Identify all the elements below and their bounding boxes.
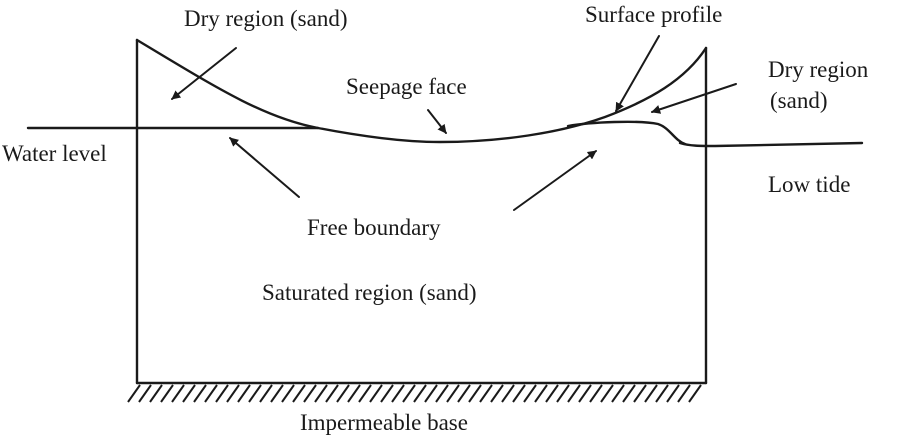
hatch-stroke [490, 384, 504, 403]
hatch-stroke [556, 384, 570, 403]
hatch-stroke [655, 384, 669, 403]
hatch-stroke [424, 384, 438, 403]
hatch-stroke [138, 384, 152, 403]
low-tide-water-line [678, 141, 864, 148]
hatch-stroke [303, 384, 317, 403]
surface-profile-arrow [615, 35, 660, 112]
free-boundary-label: Free boundary [307, 215, 441, 240]
hatch-stroke [127, 384, 141, 403]
hatch-stroke [479, 384, 493, 403]
hatch-stroke [380, 384, 394, 403]
hatch-stroke [666, 384, 680, 403]
hatch-stroke [622, 384, 636, 403]
hatch-stroke [193, 384, 207, 403]
hatch-stroke [237, 384, 251, 403]
hatch-stroke [446, 384, 460, 403]
hatch-stroke [545, 384, 559, 403]
hatch-stroke [501, 384, 515, 403]
free-boundary-left-arrow [229, 137, 300, 198]
hatch-stroke [402, 384, 416, 403]
hatch-stroke [578, 384, 592, 403]
hatch-stroke [523, 384, 537, 403]
hatch-stroke [204, 384, 218, 403]
hatch-stroke [677, 384, 691, 403]
free-boundary-right-arrow [513, 150, 597, 211]
seepage-face-label: Seepage face [346, 74, 467, 99]
dry-region-left-label: Dry region (sand) [184, 6, 348, 31]
hatch-stroke [534, 384, 548, 403]
hatch-stroke [567, 384, 581, 403]
hatch-stroke [413, 384, 427, 403]
hatch-stroke [589, 384, 603, 403]
dry-region-right-label-line1: Dry region [768, 57, 869, 82]
hatch-stroke [468, 384, 482, 403]
hatch-stroke [314, 384, 328, 403]
surface-profile-label: Surface profile [585, 2, 722, 27]
hatch-stroke [512, 384, 526, 403]
hatch-stroke [688, 384, 702, 403]
hatch-stroke [600, 384, 614, 403]
hatch-stroke [457, 384, 471, 403]
hatch-stroke [281, 384, 295, 403]
hatch-stroke [435, 384, 449, 403]
impermeable-base-hatching [127, 384, 702, 403]
hatch-stroke [270, 384, 284, 403]
low-tide-label: Low tide [768, 172, 850, 197]
hatch-stroke [347, 384, 361, 403]
hatch-stroke [149, 384, 163, 403]
hatch-stroke [248, 384, 262, 403]
hatch-stroke [325, 384, 339, 403]
hatch-stroke [182, 384, 196, 403]
dry-region-right-arrow [651, 83, 737, 114]
saturated-region-label: Saturated region (sand) [262, 280, 477, 305]
hatch-stroke [292, 384, 306, 403]
hatch-stroke [336, 384, 350, 403]
hatch-stroke [611, 384, 625, 403]
hatch-stroke [259, 384, 273, 403]
dry-region-left-arrow [171, 47, 237, 100]
hatch-stroke [215, 384, 229, 403]
hatch-stroke [160, 384, 174, 403]
hatch-stroke [369, 384, 383, 403]
seepage-face-arrow [427, 109, 447, 134]
hatch-stroke [358, 384, 372, 403]
dry-region-right-label-line2: (sand) [770, 88, 827, 113]
hatch-stroke [633, 384, 647, 403]
impermeable-base-label: Impermeable base [300, 410, 468, 435]
hatch-stroke [644, 384, 658, 403]
hatch-stroke [171, 384, 185, 403]
hatch-stroke [226, 384, 240, 403]
surface-profile-curve [135, 38, 708, 144]
hatch-stroke [391, 384, 405, 403]
water-level-label: Water level [2, 141, 107, 166]
free-boundary-curve [566, 120, 687, 146]
